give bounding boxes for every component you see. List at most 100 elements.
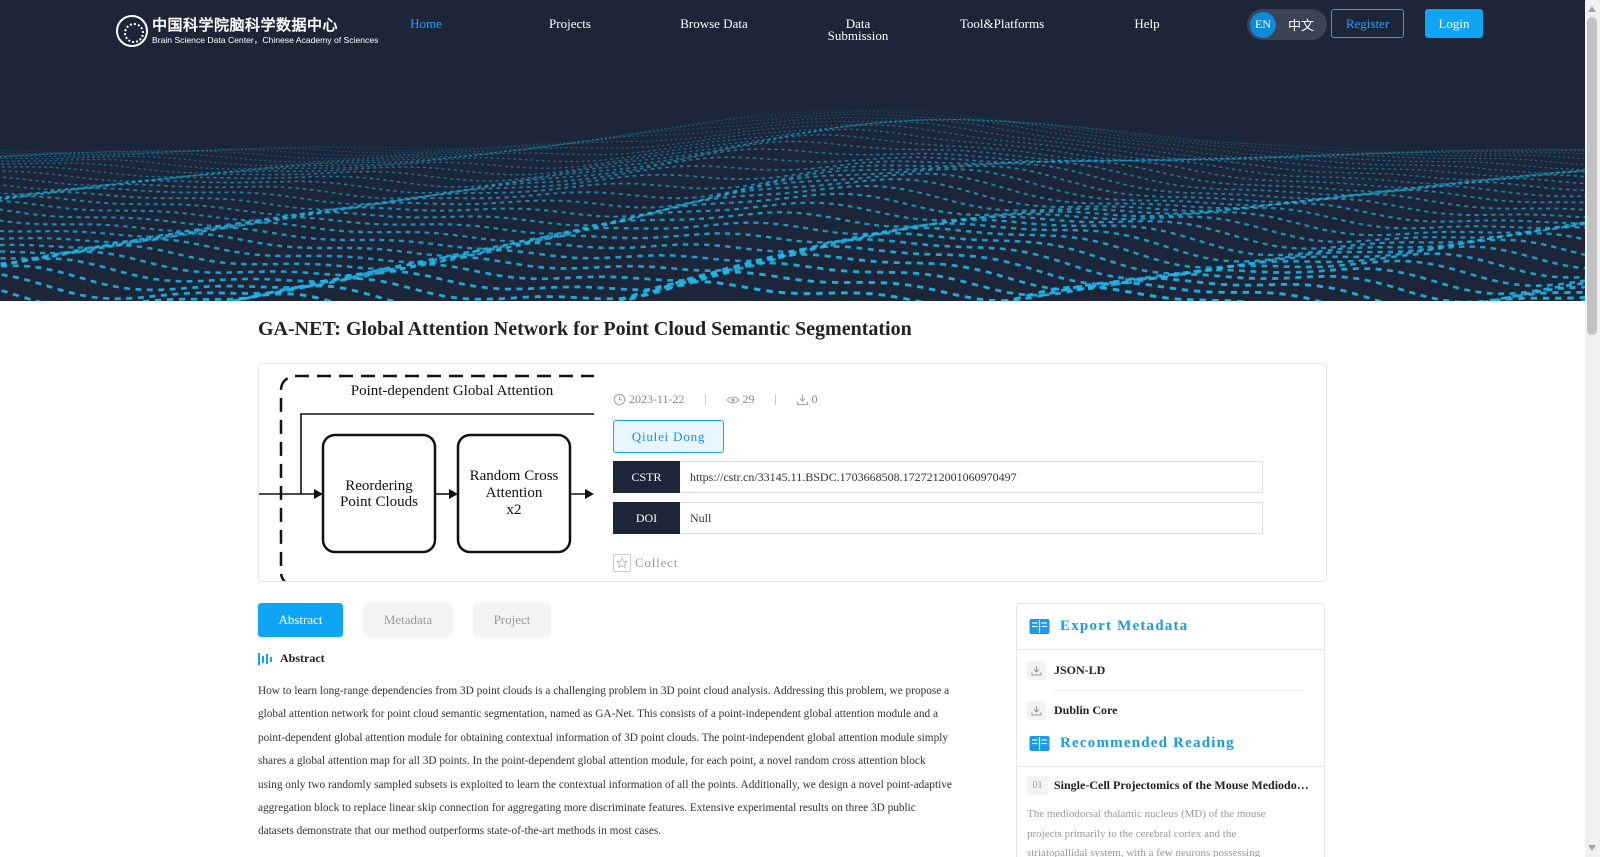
wave-particle-row <box>0 119 1585 166</box>
abstract-line: shares a global attention map for all 3D… <box>258 755 926 768</box>
nav-tools-platforms[interactable]: Tool&Platforms <box>959 16 1045 31</box>
wave-particle-row <box>0 231 1585 279</box>
recommended-item-title[interactable]: Single-Cell Projectomics of the Mouse Me… <box>1054 778 1312 792</box>
wave-particle-row <box>0 148 1585 191</box>
wave-particle-row <box>0 117 1585 157</box>
wave-particle-row <box>0 113 1585 156</box>
figure-box2-line1: Random Cross <box>470 468 559 484</box>
wave-particle-row <box>0 128 1585 178</box>
cstr-label: CSTR <box>613 461 680 493</box>
architecture-figure: Point-dependent Global Attention Reorder… <box>259 374 594 581</box>
recommended-item[interactable]: 01 Single-Cell Projectomics of the Mouse… <box>1027 776 1317 857</box>
abstract-line: using only two randomly sampled subsets … <box>258 778 952 791</box>
abstract-heading: Abstract <box>258 651 325 666</box>
nav-projects[interactable]: Projects <box>549 16 591 31</box>
wave-particle-row <box>0 211 1585 250</box>
download-icon <box>1027 661 1046 680</box>
abstract-heading-label: Abstract <box>280 651 325 665</box>
wave-particle-row <box>0 140 1585 186</box>
export-metadata-header: Export Metadata <box>1017 604 1324 649</box>
lang-en-option[interactable]: EN <box>1250 11 1276 38</box>
collect-button[interactable]: Collect <box>613 554 678 572</box>
view-count: 29 <box>742 392 755 406</box>
page-scrollbar[interactable] <box>1585 0 1600 857</box>
scroll-down-arrow-icon[interactable] <box>1588 845 1596 851</box>
bars-icon <box>258 652 272 665</box>
register-button[interactable]: Register <box>1331 9 1404 38</box>
academy-emblem-icon <box>116 15 148 47</box>
doi-value: Null <box>680 502 1263 534</box>
wave-particle-row <box>0 134 1585 182</box>
tab-project[interactable]: Project <box>473 603 551 637</box>
scroll-up-arrow-icon[interactable] <box>1588 6 1596 12</box>
login-button[interactable]: Login <box>1425 9 1483 38</box>
side-panel: Export Metadata JSON-LD Dublin Core Reco… <box>1016 603 1325 857</box>
wave-particle-row <box>0 252 1585 301</box>
wave-particle-row <box>0 118 1585 163</box>
export-dublin-core-label: Dublin Core <box>1054 703 1118 717</box>
book-icon <box>1029 619 1050 634</box>
figure-box2-line3: x2 <box>507 502 522 518</box>
abstract-line: How to learn long-range dependencies fro… <box>258 685 950 697</box>
dataset-thumbnail: Point-dependent Global Attention Reorder… <box>259 364 594 581</box>
wave-particle-row <box>0 226 1585 271</box>
wave-particle-row <box>224 270 1585 301</box>
wave-particle-row <box>0 237 1585 288</box>
figure-box2-line2: Attention <box>486 485 543 501</box>
abstract-line: aggregation block to replace linear skip… <box>258 802 916 815</box>
abstract-line: datasets demonstrate that our method out… <box>258 825 662 838</box>
tab-metadata[interactable]: Metadata <box>363 603 453 637</box>
wave-particle-row <box>0 245 1585 296</box>
cstr-link[interactable]: https://cstr.cn/33145.11.BSDC.1703668508… <box>680 461 1263 493</box>
figure-box1-line1: Reordering <box>345 478 413 494</box>
dataset-info-card: Point-dependent Global Attention Reorder… <box>258 363 1327 582</box>
abstract-line: global attention network for point cloud… <box>258 708 938 721</box>
doi-label: DOI <box>613 502 680 534</box>
figure-box1-line2: Point Clouds <box>340 494 418 510</box>
lang-cn-option[interactable]: 中文 <box>1288 19 1315 34</box>
site-logo[interactable]: 中国科学院脑科学数据中心 Brain Science Data Center，C… <box>116 14 386 48</box>
wave-illustration <box>0 109 1585 301</box>
wave-particle-row <box>0 121 1585 170</box>
scroll-thumb[interactable] <box>1587 17 1597 335</box>
recommended-item-number: 01 <box>1027 776 1048 795</box>
recommended-reading-header: Recommended Reading <box>1017 721 1324 766</box>
wave-particle-row <box>0 118 1585 160</box>
nav-home[interactable]: Home <box>410 16 442 31</box>
wave-particle-row <box>0 172 1585 222</box>
recommended-reading-title: Recommended Reading <box>1060 735 1235 751</box>
export-dublin-core[interactable]: Dublin Core <box>1027 701 1117 720</box>
wave-particle-row <box>0 109 1585 153</box>
doi-row: DOI Null <box>613 502 1263 534</box>
figure-title: Point-dependent Global Attention <box>351 383 554 399</box>
recommended-item-summary: The mediodorsal thalamic nucleus (MD) of… <box>1027 808 1266 857</box>
book-icon <box>1029 736 1050 751</box>
collect-label: Collect <box>635 555 679 570</box>
wave-particle-row <box>0 156 1585 195</box>
abstract-line: point-dependent global attention module … <box>258 731 949 744</box>
wave-particle-row <box>225 280 1585 301</box>
wave-particle-row <box>0 222 1585 264</box>
wave-particle-row <box>0 192 1585 238</box>
author-button[interactable]: Qiulei Dong <box>613 420 724 453</box>
tab-abstract[interactable]: Abstract <box>258 603 343 637</box>
language-switch[interactable]: EN 中文 <box>1247 9 1327 40</box>
export-metadata-title: Export Metadata <box>1060 618 1189 634</box>
wave-particle-row <box>0 168 1585 217</box>
download-icon <box>1027 701 1046 720</box>
star-icon <box>613 554 631 572</box>
download-count-icon <box>796 394 808 406</box>
export-json-ld-label: JSON-LD <box>1054 663 1106 677</box>
wave-particle-row <box>0 201 1585 244</box>
publish-date: 2023-11-22 <box>629 392 685 406</box>
nav-browse-data[interactable]: Browse Data <box>680 16 748 31</box>
export-json-ld[interactable]: JSON-LD <box>1027 661 1105 680</box>
cstr-row: CSTR https://cstr.cn/33145.11.BSDC.17036… <box>613 461 1263 493</box>
wave-particle-row <box>0 160 1585 200</box>
download-count: 0 <box>811 392 818 406</box>
abstract-text: How to learn long-range dependencies fro… <box>258 680 976 844</box>
nav-help[interactable]: Help <box>1134 16 1160 31</box>
eye-icon <box>725 395 740 404</box>
wave-particle-row <box>0 178 1585 227</box>
